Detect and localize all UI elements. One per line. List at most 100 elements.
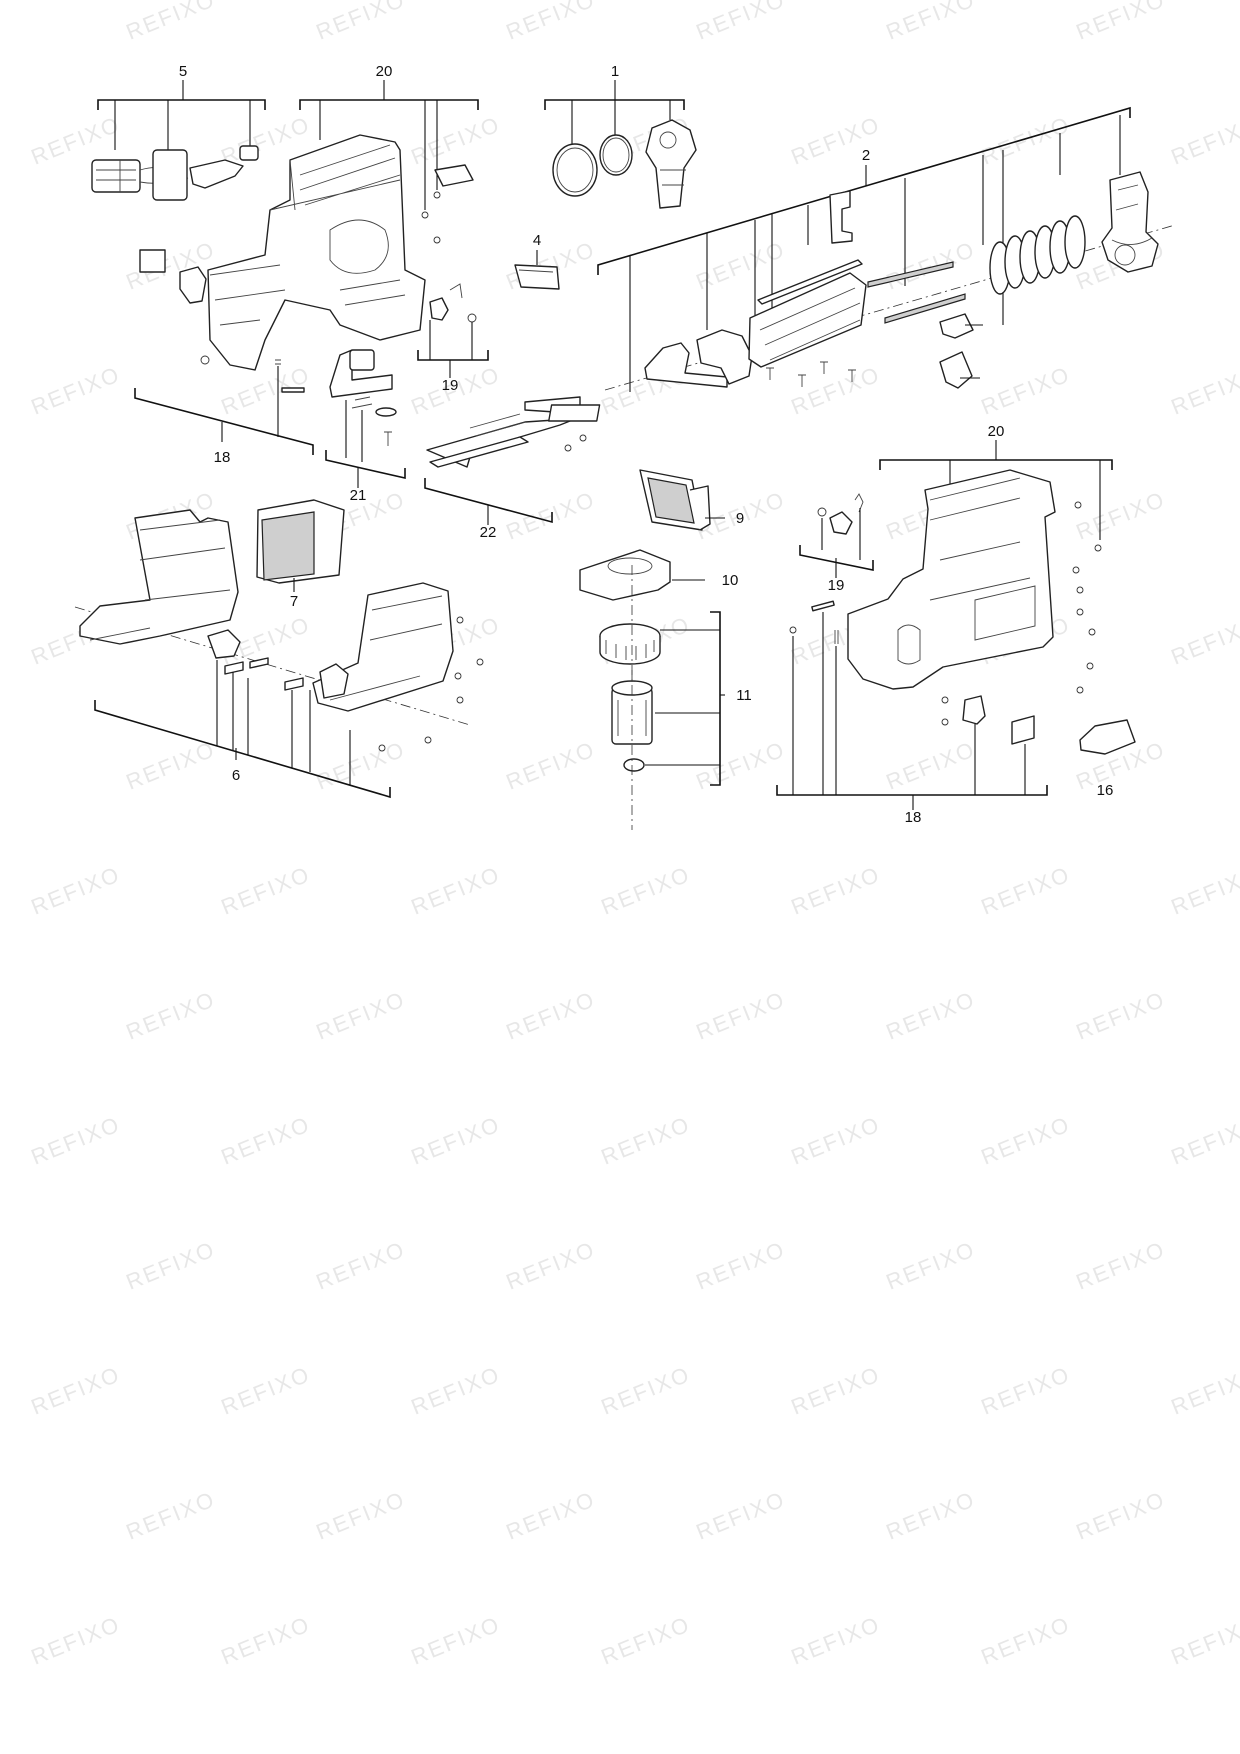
slider-bracket-part — [829, 190, 853, 244]
switch-part — [207, 629, 241, 659]
watermark-text: REFIXO — [503, 1486, 599, 1544]
watermark-text: REFIXO — [218, 1611, 314, 1669]
part-group-19-bottom: 19 — [799, 493, 874, 594]
watermark-text: REFIXO — [408, 111, 504, 169]
screws-row — [766, 361, 856, 387]
watermark-text: REFIXO — [408, 1111, 504, 1169]
watermark-text: REFIXO — [788, 1611, 884, 1669]
part-group-19-top: 19 — [417, 283, 489, 394]
rubber-cap-part — [514, 264, 560, 290]
flat-pad-part — [548, 404, 601, 422]
guide-rail-2 — [884, 293, 966, 324]
callout-10: 10 — [722, 572, 739, 589]
watermark-text: REFIXO — [1073, 986, 1169, 1044]
trigger-part — [319, 663, 349, 699]
callout-19-top: 19 — [442, 377, 459, 394]
watermark-text: REFIXO — [1168, 861, 1240, 919]
watermark-text: REFIXO — [408, 1611, 504, 1669]
part-group-20-top: 20 — [139, 63, 479, 371]
watermark-text: REFIXO — [503, 986, 599, 1044]
watermark-text: REFIXO — [978, 1111, 1074, 1169]
watermark-text: REFIXO — [883, 986, 979, 1044]
watermark-text: REFIXO — [28, 1611, 124, 1669]
small-cap-part — [239, 145, 259, 161]
spindle-head-part — [645, 119, 697, 209]
watermark-text: REFIXO — [408, 1361, 504, 1419]
watermark-text: REFIXO — [503, 736, 599, 794]
callout-6: 6 — [232, 767, 240, 784]
watermark-text: REFIXO — [693, 0, 789, 45]
watermark-text: REFIXO — [598, 1111, 694, 1169]
screws-right — [1072, 501, 1102, 694]
retaining-ring-part — [552, 143, 598, 197]
fan-cover-part — [579, 549, 671, 601]
watermark-text: REFIXO — [28, 361, 124, 419]
callout-4: 4 — [533, 232, 541, 249]
watermark-text: REFIXO — [978, 361, 1074, 419]
channel-housing-part — [748, 272, 867, 368]
part-group-18-top: 18 — [134, 359, 314, 466]
pin-part — [281, 387, 305, 393]
watermark-text: REFIXO — [883, 1236, 979, 1294]
watermark-text: REFIXO — [123, 1236, 219, 1294]
watermark-text: REFIXO — [28, 1111, 124, 1169]
part-group-5: 5 — [91, 63, 266, 201]
bellows-spring-part — [989, 215, 1086, 295]
watermark-text: REFIXO — [693, 1486, 789, 1544]
spring-part-1 — [249, 657, 269, 669]
watermark-text: REFIXO — [788, 1361, 884, 1419]
part-group-20-bottom: 20 — [847, 423, 1113, 694]
watermark-text: REFIXO — [123, 0, 219, 45]
watermark-text: REFIXO — [313, 1236, 409, 1294]
part-group-2: 2 — [548, 106, 1176, 422]
callout-11: 11 — [736, 687, 752, 704]
cable-connector-part — [91, 159, 189, 193]
watermark-text: REFIXO — [503, 0, 599, 45]
part-group-16: 16 — [1079, 719, 1136, 799]
latch-part-2 — [939, 351, 973, 389]
part-group-4: 4 — [514, 232, 560, 290]
small-screws — [421, 191, 441, 244]
extraction-head-part — [1101, 171, 1159, 273]
part-group-1: 1 — [544, 63, 697, 209]
watermark-text: REFIXO — [788, 1111, 884, 1169]
callout-16: 16 — [1097, 782, 1114, 799]
watermark-text: REFIXO — [883, 0, 979, 45]
callout-7: 7 — [290, 593, 298, 610]
watermark-text: REFIXO — [1073, 0, 1169, 45]
watermark-text: REFIXO — [28, 861, 124, 919]
trigger-latch-part-2 — [829, 511, 853, 535]
watermark-text: REFIXO — [503, 1236, 599, 1294]
watermark-text: REFIXO — [598, 1611, 694, 1669]
guide-rail-1 — [867, 261, 954, 288]
watermark-text: REFIXO — [313, 1486, 409, 1544]
watermark-text: REFIXO — [1168, 361, 1240, 419]
watermark-text: REFIXO — [693, 986, 789, 1044]
housing-half-part — [207, 134, 426, 371]
watermark-text: REFIXO — [883, 1486, 979, 1544]
connector-part — [284, 677, 304, 691]
watermark-text: REFIXO — [978, 861, 1074, 919]
watermark-text: REFIXO — [1168, 111, 1240, 169]
callout-20-bottom: 20 — [988, 423, 1005, 440]
watermark-text: REFIXO — [1073, 1236, 1169, 1294]
part-group-18-bottom: 18 — [776, 600, 1048, 826]
watermark-text: REFIXO — [218, 861, 314, 919]
watermark-text: REFIXO — [408, 861, 504, 919]
latch-part-1 — [939, 313, 974, 339]
watermark-text: REFIXO — [598, 861, 694, 919]
watermark-text: REFIXO — [788, 861, 884, 919]
watermark-text: REFIXO — [693, 1236, 789, 1294]
watermark-text: REFIXO — [978, 1361, 1074, 1419]
lever-part — [189, 159, 244, 189]
watermark-text: REFIXO — [123, 736, 219, 794]
elbow-part — [696, 329, 753, 385]
motor-bearing-part — [623, 758, 645, 772]
watermark-text: REFIXO — [123, 1486, 219, 1544]
label-plate-part — [434, 164, 474, 187]
watermark-text: REFIXO — [313, 986, 409, 1044]
watermark-text: REFIXO — [1168, 1361, 1240, 1419]
callout-18-bottom: 18 — [905, 809, 922, 826]
watermark-text: REFIXO — [1168, 611, 1240, 669]
